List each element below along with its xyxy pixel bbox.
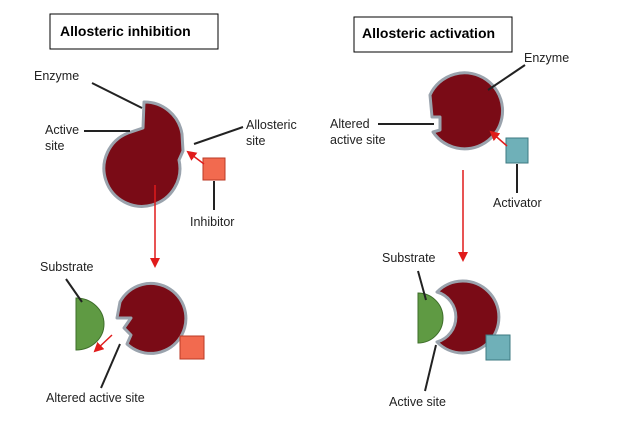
substrate-label-right: Substrate — [382, 251, 436, 265]
activator-molecule — [505, 137, 529, 164]
enzyme-label-right: Enzyme — [524, 51, 569, 65]
allosteric-site-leader-line — [193, 126, 244, 145]
substrate-left — [75, 297, 105, 351]
active-site-label-right: Active site — [389, 395, 446, 409]
substrate-leader-line-left — [65, 278, 83, 303]
bound-activator — [485, 334, 511, 361]
inhibitor-molecule — [202, 157, 226, 181]
enzyme-bottom-left — [115, 281, 188, 355]
substrate-right — [417, 292, 444, 344]
inhibitor-binding-arrow — [186, 150, 205, 165]
active-site-label-line2: site — [45, 139, 65, 153]
enzyme-label: Enzyme — [34, 69, 79, 83]
substrate-label-left: Substrate — [40, 260, 94, 274]
allosteric-site-label-line2: site — [246, 134, 266, 148]
active-site-label-line1: Active — [45, 123, 79, 137]
activator-binding-arrow — [489, 130, 508, 147]
enzyme-top-right — [428, 71, 505, 151]
altered-active-site-leader-line — [100, 343, 121, 389]
allosteric-site-label-line1: Allosteric — [246, 118, 297, 132]
enzyme-leader-line — [91, 82, 143, 109]
enzyme-leader-line-right — [487, 64, 526, 91]
enzyme-top-left — [102, 100, 185, 208]
altered-active-site-label-line1: Altered — [330, 117, 370, 131]
active-site-leader-line-right — [424, 344, 437, 392]
substrate-leader-line-right — [417, 270, 427, 301]
activation-title-box — [353, 16, 513, 53]
altered-active-site-label: Altered active site — [46, 391, 145, 405]
enzyme-bottom-right — [435, 279, 501, 355]
inhibition-title: Allosteric inhibition — [60, 23, 191, 39]
inhibition-title-box — [49, 13, 219, 50]
activation-panel: Allosteric activation Enzyme Altered act… — [330, 16, 569, 409]
inhibition-panel: Allosteric inhibition Enzyme Active site… — [34, 13, 297, 405]
activation-title: Allosteric activation — [362, 25, 495, 41]
activator-label: Activator — [493, 196, 542, 210]
inhibitor-label: Inhibitor — [190, 215, 234, 229]
substrate-rejection-arrow — [93, 334, 113, 353]
bound-inhibitor — [179, 335, 205, 360]
altered-active-site-label-line2: active site — [330, 133, 386, 147]
